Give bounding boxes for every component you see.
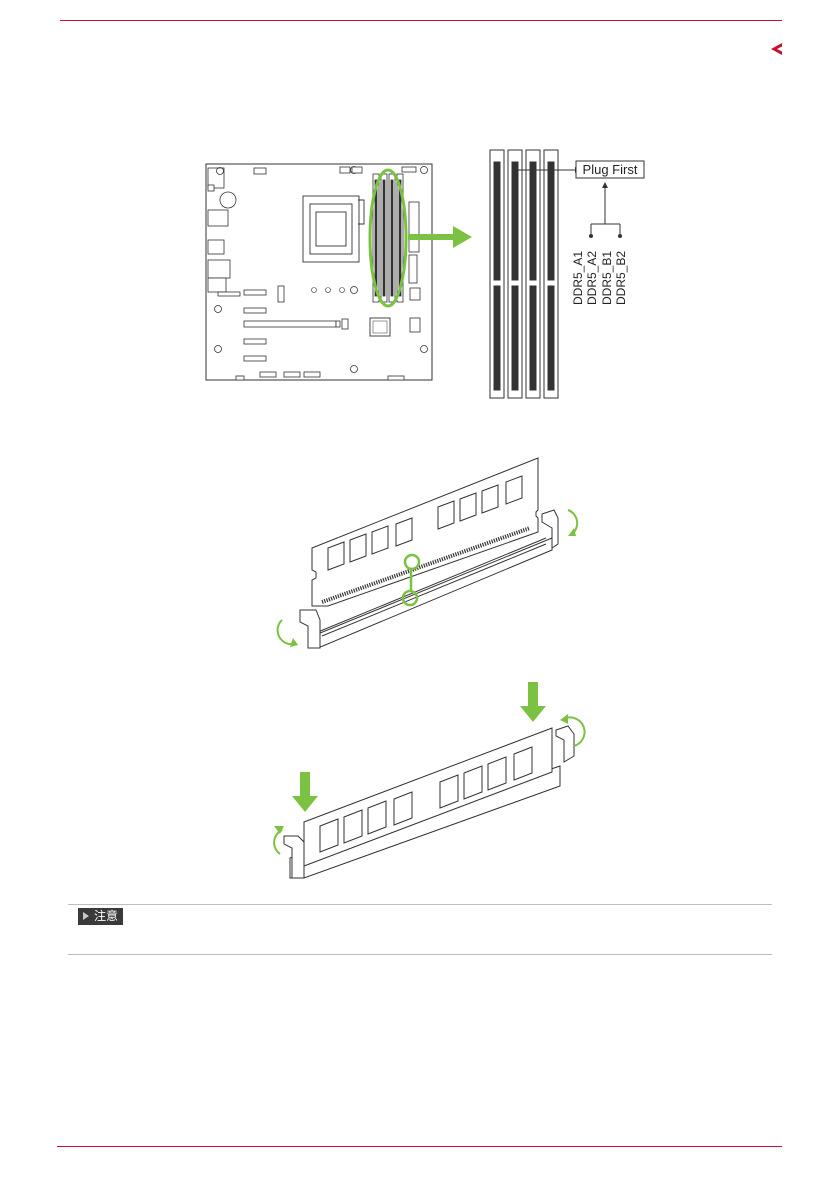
right-latch [556, 726, 574, 762]
slot-a2-marker [513, 168, 517, 172]
chevron-left-icon[interactable] [768, 40, 784, 58]
slot-b2-marker [549, 168, 553, 172]
press-arrow-right [520, 682, 546, 722]
enlarged-dimm-slots [490, 150, 558, 398]
note-divider-top [68, 904, 772, 905]
plug-first-label: Plug First [583, 162, 638, 177]
press-arrow-left [292, 772, 318, 812]
dimm-press-illustration [260, 678, 600, 898]
slot-label-b2: DDR5_B2 [614, 251, 628, 305]
left-latch [300, 610, 320, 648]
note-divider-bottom [68, 954, 772, 955]
slot-label-a1: DDR5_A1 [571, 251, 585, 305]
left-latch [284, 836, 304, 878]
rotate-left-arrow [274, 830, 282, 854]
memory-module [312, 458, 538, 606]
footer-rule [57, 1146, 782, 1147]
battery [220, 192, 236, 208]
slot-label-a2: DDR5_A2 [585, 251, 599, 305]
note-badge: 注意 [78, 908, 123, 925]
motherboard-dimm-diagram: Plug First DDR5_A1 DDR5_A2 DDR5_B1 DDR5_… [180, 140, 660, 410]
slot-label-b1: DDR5_B1 [600, 251, 614, 305]
dimm-alignment-illustration [260, 452, 590, 667]
rotate-left-arrow [278, 620, 294, 644]
header-rule [60, 20, 782, 21]
